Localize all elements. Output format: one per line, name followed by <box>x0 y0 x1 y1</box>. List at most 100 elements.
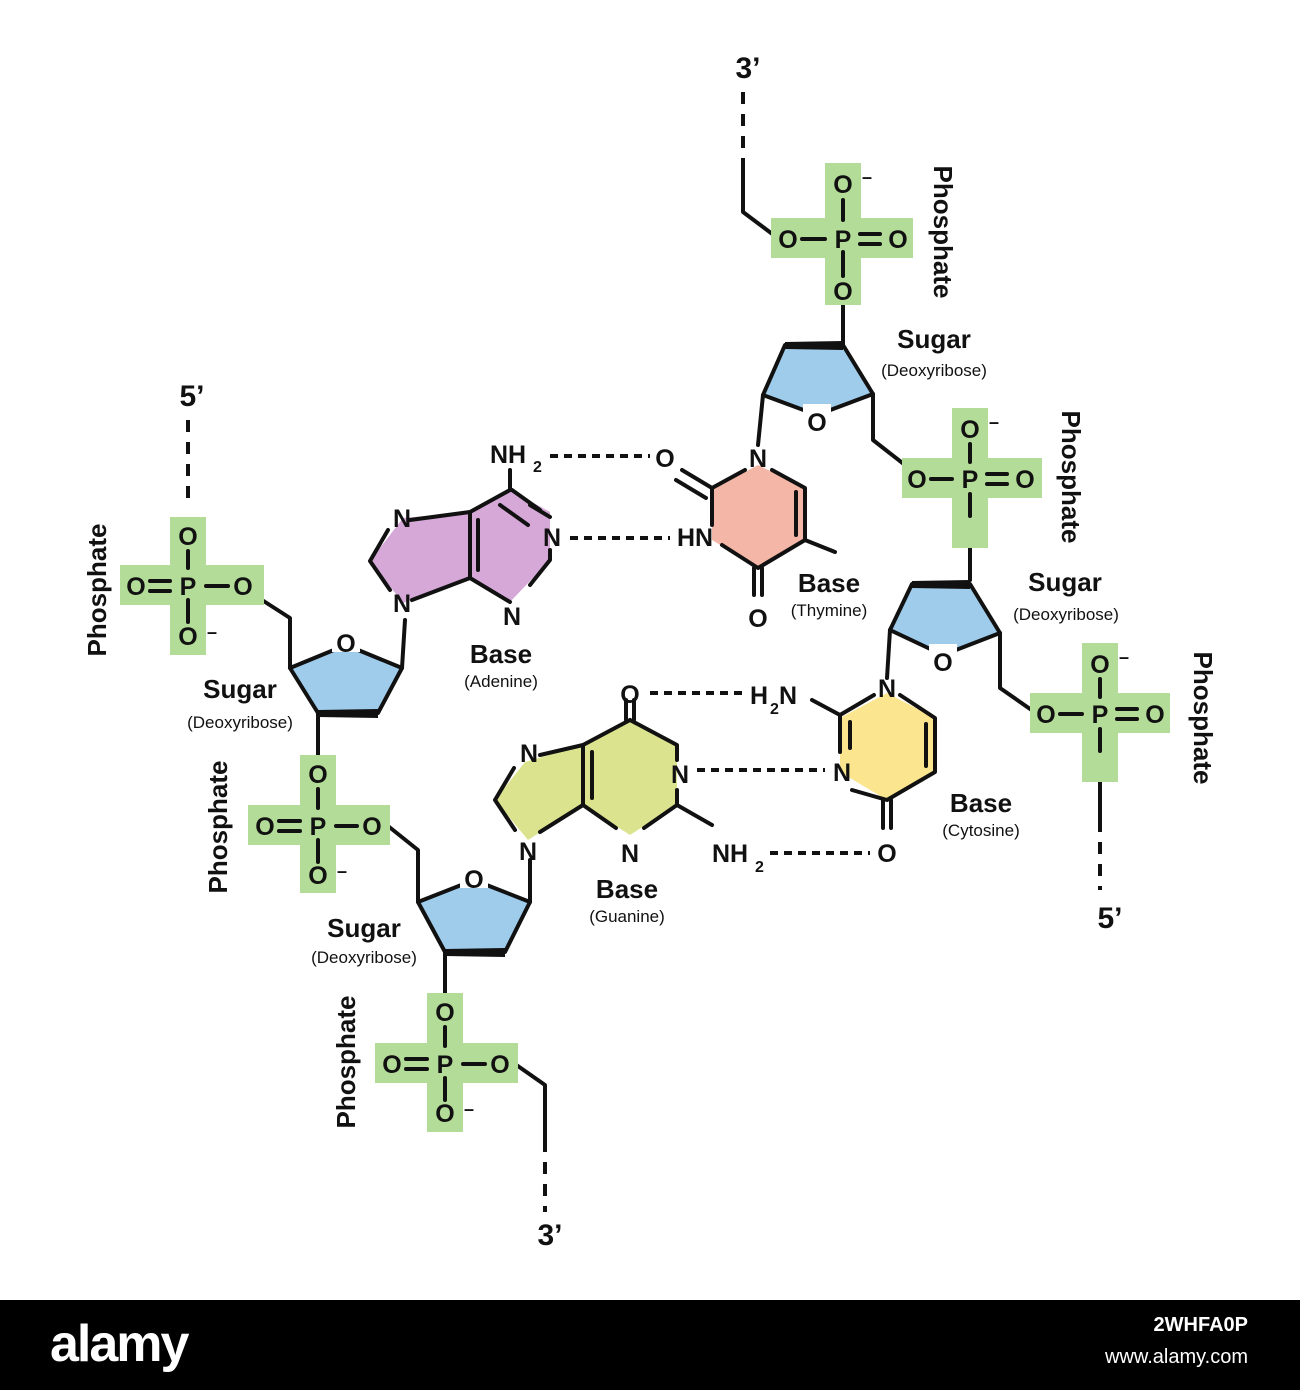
phosphate-group: O – P O O <box>902 408 1042 548</box>
guanine-base: N N N N O NH 2 <box>493 681 764 876</box>
base-label-cytosine: Base <box>950 788 1012 818</box>
phosphate-label: Phosphate <box>203 761 233 894</box>
deoxyribose-label: (Deoxyribose) <box>187 713 293 732</box>
svg-text:P: P <box>1092 701 1109 729</box>
svg-text:O: O <box>464 866 483 894</box>
image-id: 2WHFA0P <box>1153 1314 1248 1336</box>
sugar-label: Sugar <box>203 674 277 704</box>
cytosine-base: N N O H 2 N H <box>750 675 937 868</box>
deoxyribose-label: (Deoxyribose) <box>1013 605 1119 624</box>
svg-text:O: O <box>435 999 454 1027</box>
svg-text:O: O <box>382 1051 401 1079</box>
svg-text:O: O <box>362 813 381 841</box>
phosphate-label: Phosphate <box>82 524 112 657</box>
sugar-label: Sugar <box>1028 567 1102 597</box>
site-url: www.alamy.com <box>1105 1346 1248 1368</box>
svg-text:HN: HN <box>677 524 713 552</box>
svg-text:N: N <box>878 675 896 703</box>
phosphate-group: O – P O O O <box>771 163 913 306</box>
backbone-bonds <box>186 92 1102 1212</box>
svg-text:P: P <box>437 1051 454 1079</box>
phosphate-label: Phosphate <box>1056 411 1086 544</box>
svg-text:O: O <box>435 1100 454 1128</box>
base-label-guanine: Base <box>596 874 658 904</box>
svg-text:O: O <box>907 466 926 494</box>
svg-text:NH: NH <box>490 441 526 469</box>
svg-text:P: P <box>180 573 197 601</box>
sugar-ring: O <box>756 341 875 447</box>
alamy-logo: alamy <box>50 1315 189 1373</box>
svg-text:O: O <box>655 445 674 473</box>
thymine-base: N O HN O <box>655 445 837 633</box>
phosphate-label: Phosphate <box>1188 652 1218 785</box>
svg-text:O: O <box>126 573 145 601</box>
svg-text:N: N <box>503 603 521 631</box>
svg-text:P: P <box>310 813 327 841</box>
svg-text:O: O <box>1145 701 1164 729</box>
svg-text:–: – <box>862 167 872 187</box>
phosphate-label: Phosphate <box>331 996 361 1129</box>
svg-text:N: N <box>393 590 411 618</box>
svg-text:N: N <box>519 838 537 866</box>
svg-text:O: O <box>888 226 907 254</box>
svg-text:N: N <box>749 445 767 473</box>
svg-text:O: O <box>178 623 197 651</box>
sugar-label: Sugar <box>327 913 401 943</box>
svg-text:O: O <box>178 523 197 551</box>
svg-text:P: P <box>835 226 852 254</box>
svg-text:O: O <box>336 630 355 658</box>
svg-text:O: O <box>255 813 274 841</box>
svg-text:N: N <box>671 761 689 789</box>
svg-text:O: O <box>233 573 252 601</box>
svg-text:O: O <box>490 1051 509 1079</box>
svg-text:O: O <box>833 171 852 199</box>
phosphate-group: O P O O O – <box>375 993 518 1132</box>
svg-text:N: N <box>621 840 639 868</box>
svg-text:O: O <box>807 409 826 437</box>
sugar-ring: O <box>288 618 407 718</box>
svg-text:NH: NH <box>712 840 748 868</box>
dna-structure-diagram: O – P O O O O – P O O O – P O O O P O O … <box>82 52 1218 1252</box>
svg-text:N: N <box>779 682 797 710</box>
svg-text:N: N <box>833 759 851 787</box>
phosphate-label: Phosphate <box>928 166 958 299</box>
base-label-thymine: Base <box>798 568 860 598</box>
sugar-label: Sugar <box>897 324 971 354</box>
svg-text:O: O <box>833 278 852 306</box>
svg-text:O: O <box>1090 651 1109 679</box>
deoxyribose-label: (Deoxyribose) <box>311 948 417 967</box>
three-prime-end-bottom: 3’ <box>537 1219 562 1252</box>
svg-text:–: – <box>1119 647 1129 667</box>
phosphate-group: O P O O O – <box>120 517 264 655</box>
svg-text:N: N <box>543 524 561 552</box>
svg-text:O: O <box>933 649 952 677</box>
three-prime-end-top: 3’ <box>735 52 760 85</box>
svg-text:–: – <box>464 1099 474 1119</box>
svg-text:O: O <box>877 840 896 868</box>
svg-text:O: O <box>308 761 327 789</box>
svg-text:–: – <box>989 412 999 432</box>
sugar-ring: O <box>416 858 532 957</box>
svg-text:O: O <box>620 681 639 709</box>
svg-text:N: N <box>393 505 411 533</box>
svg-text:2: 2 <box>755 859 764 876</box>
five-prime-end-left: 5’ <box>179 380 204 413</box>
svg-text:–: – <box>337 861 347 881</box>
phosphate-group: O – P O O <box>1030 643 1170 782</box>
svg-text:2: 2 <box>533 459 542 476</box>
svg-text:O: O <box>308 862 327 890</box>
cytosine-name: (Cytosine) <box>942 821 1019 840</box>
deoxyribose-label: (Deoxyribose) <box>881 361 987 380</box>
base-label-adenine: Base <box>470 639 532 669</box>
svg-text:O: O <box>748 605 767 633</box>
svg-text:O: O <box>1036 701 1055 729</box>
svg-text:–: – <box>207 622 217 642</box>
guanine-name: (Guanine) <box>589 907 665 926</box>
svg-text:2: 2 <box>770 701 779 718</box>
thymine-name: (Thymine) <box>791 601 868 620</box>
adenine-name: (Adenine) <box>464 672 538 691</box>
hydrogen-bonds <box>550 454 870 855</box>
five-prime-end-right: 5’ <box>1097 902 1122 935</box>
svg-text:H: H <box>750 682 768 710</box>
svg-text:O: O <box>960 416 979 444</box>
